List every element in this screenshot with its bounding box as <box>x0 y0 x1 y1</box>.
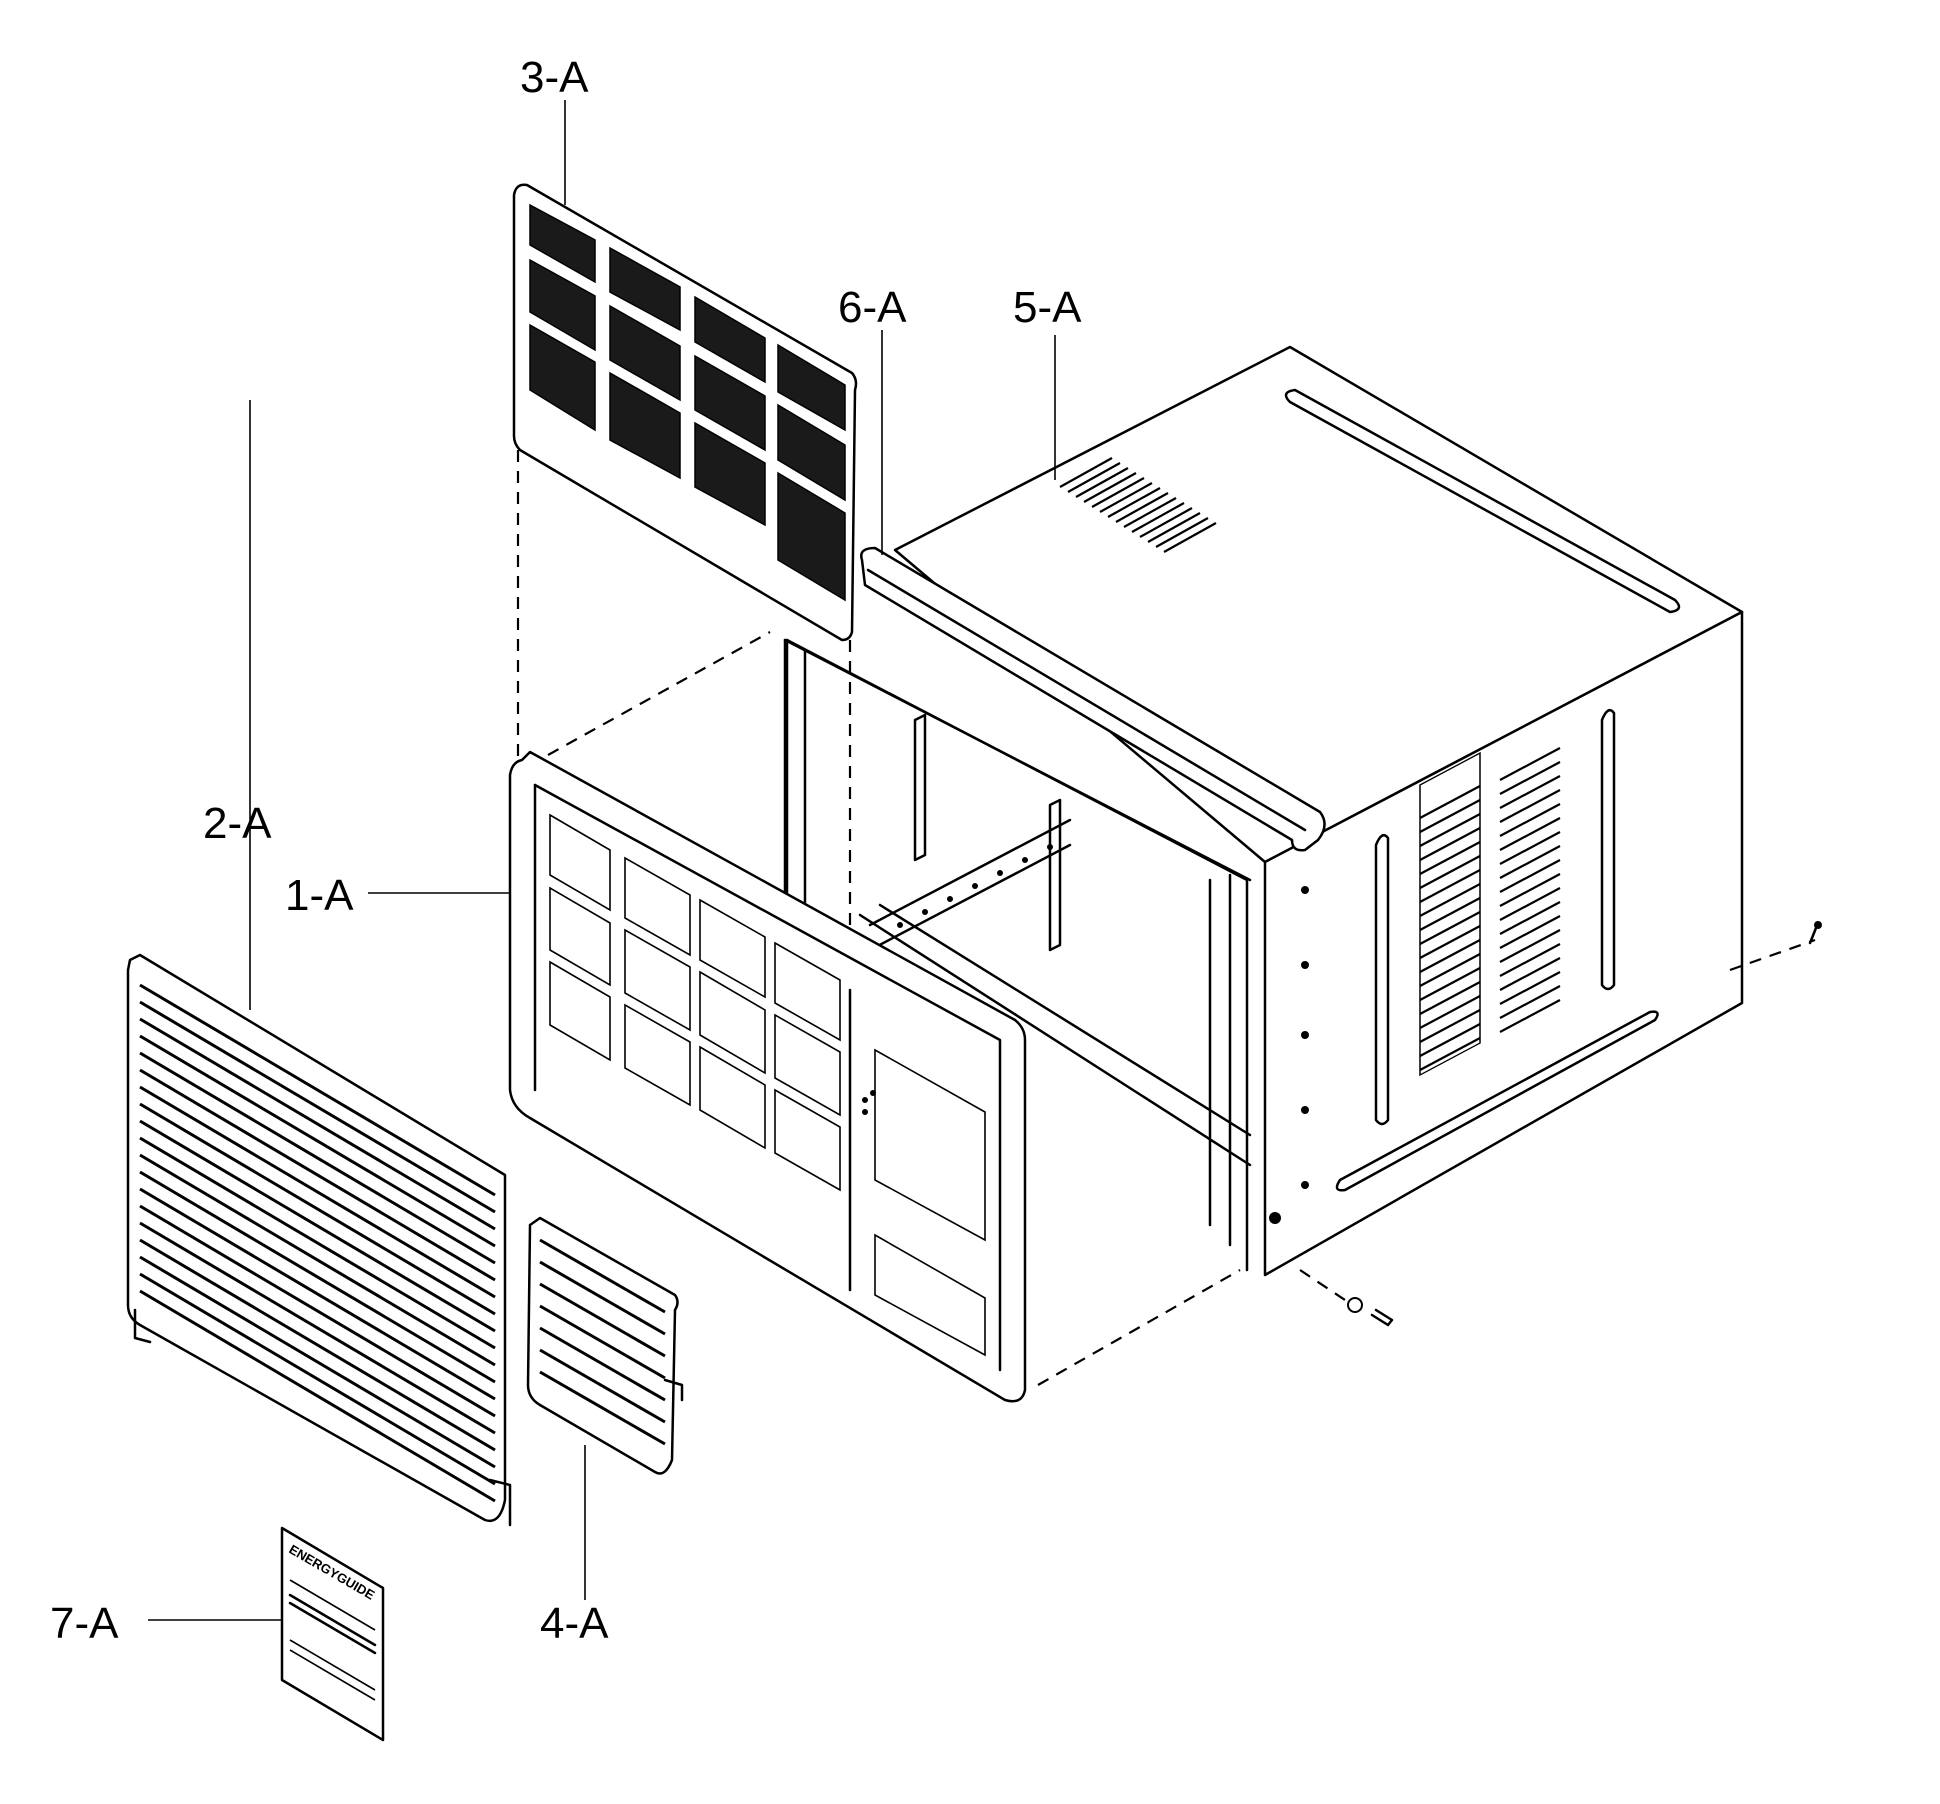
side-vent-slots <box>1419 747 1561 1071</box>
chassis-interior <box>783 638 1252 1247</box>
part-label-3a: 3-A <box>520 53 589 102</box>
leader-lines <box>148 100 1056 1621</box>
top-vent <box>1059 457 1217 553</box>
assembly-lines <box>516 450 1816 1386</box>
energy-guide-label-part: ENERGYGUIDE <box>280 1526 385 1742</box>
front-panel-part <box>508 750 1027 1403</box>
part-label-4a: 4-A <box>540 1599 609 1648</box>
part-label-7a: 7-A <box>50 1599 119 1648</box>
cabinet-part <box>785 345 1744 1277</box>
front-grille-part <box>126 953 512 1527</box>
part-label-1a: 1-A <box>285 871 354 920</box>
part-label-6a: 6-A <box>838 283 907 332</box>
part-label-2a: 2-A <box>203 799 272 848</box>
top-seal-strip-part <box>860 546 1326 852</box>
discharge-louver-part <box>526 1216 684 1475</box>
air-filter-part <box>512 183 858 642</box>
part-label-5a: 5-A <box>1013 283 1082 332</box>
